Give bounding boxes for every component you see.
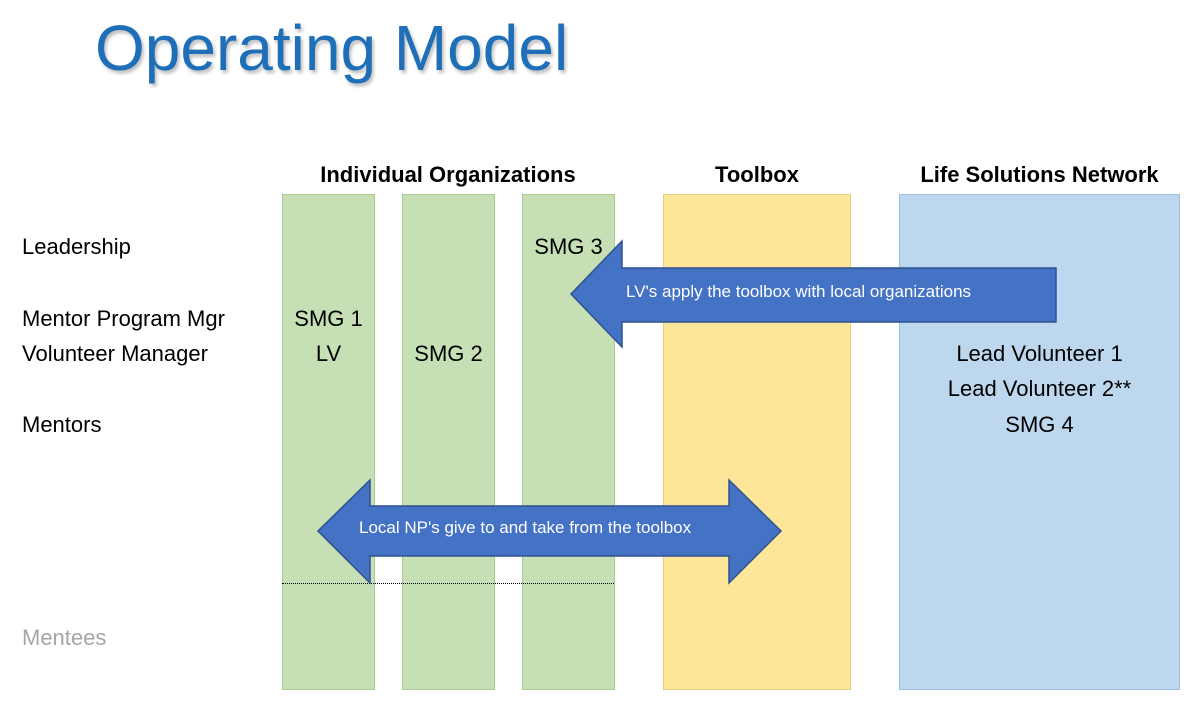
cell-lead-volunteer-2: Lead Volunteer 2** xyxy=(947,376,1132,401)
row-label-volunteer-manager: Volunteer Manager xyxy=(22,341,208,366)
mentees-divider xyxy=(282,583,614,584)
cell-smg3: SMG 3 xyxy=(534,234,603,259)
apply-toolbox-arrow xyxy=(569,239,1057,349)
apply-toolbox-arrow-label: LV's apply the toolbox with local organi… xyxy=(626,282,972,301)
row-label-mentees: Mentees xyxy=(22,625,107,650)
give-take-double-arrow xyxy=(316,478,783,585)
org-column-2 xyxy=(402,194,495,690)
give-take-arrow-label: Local NP's give to and take from the too… xyxy=(359,518,692,537)
row-label-mentors: Mentors xyxy=(22,412,102,437)
header-individual-organizations: Individual Organizations xyxy=(320,162,576,187)
org-column-1 xyxy=(282,194,375,690)
cell-lead-volunteer-1: Lead Volunteer 1 xyxy=(956,341,1123,366)
header-life-solutions-network: Life Solutions Network xyxy=(920,162,1159,187)
cell-smg2: SMG 2 xyxy=(414,341,483,366)
page-title: Operating Model xyxy=(95,12,569,84)
header-toolbox: Toolbox xyxy=(715,162,799,187)
cell-smg4: SMG 4 xyxy=(1005,412,1074,437)
row-label-mentor-program-mgr: Mentor Program Mgr xyxy=(22,306,225,331)
cell-smg1: SMG 1 xyxy=(294,306,363,331)
cell-lv: LV xyxy=(315,341,342,366)
row-label-leadership: Leadership xyxy=(22,234,131,259)
